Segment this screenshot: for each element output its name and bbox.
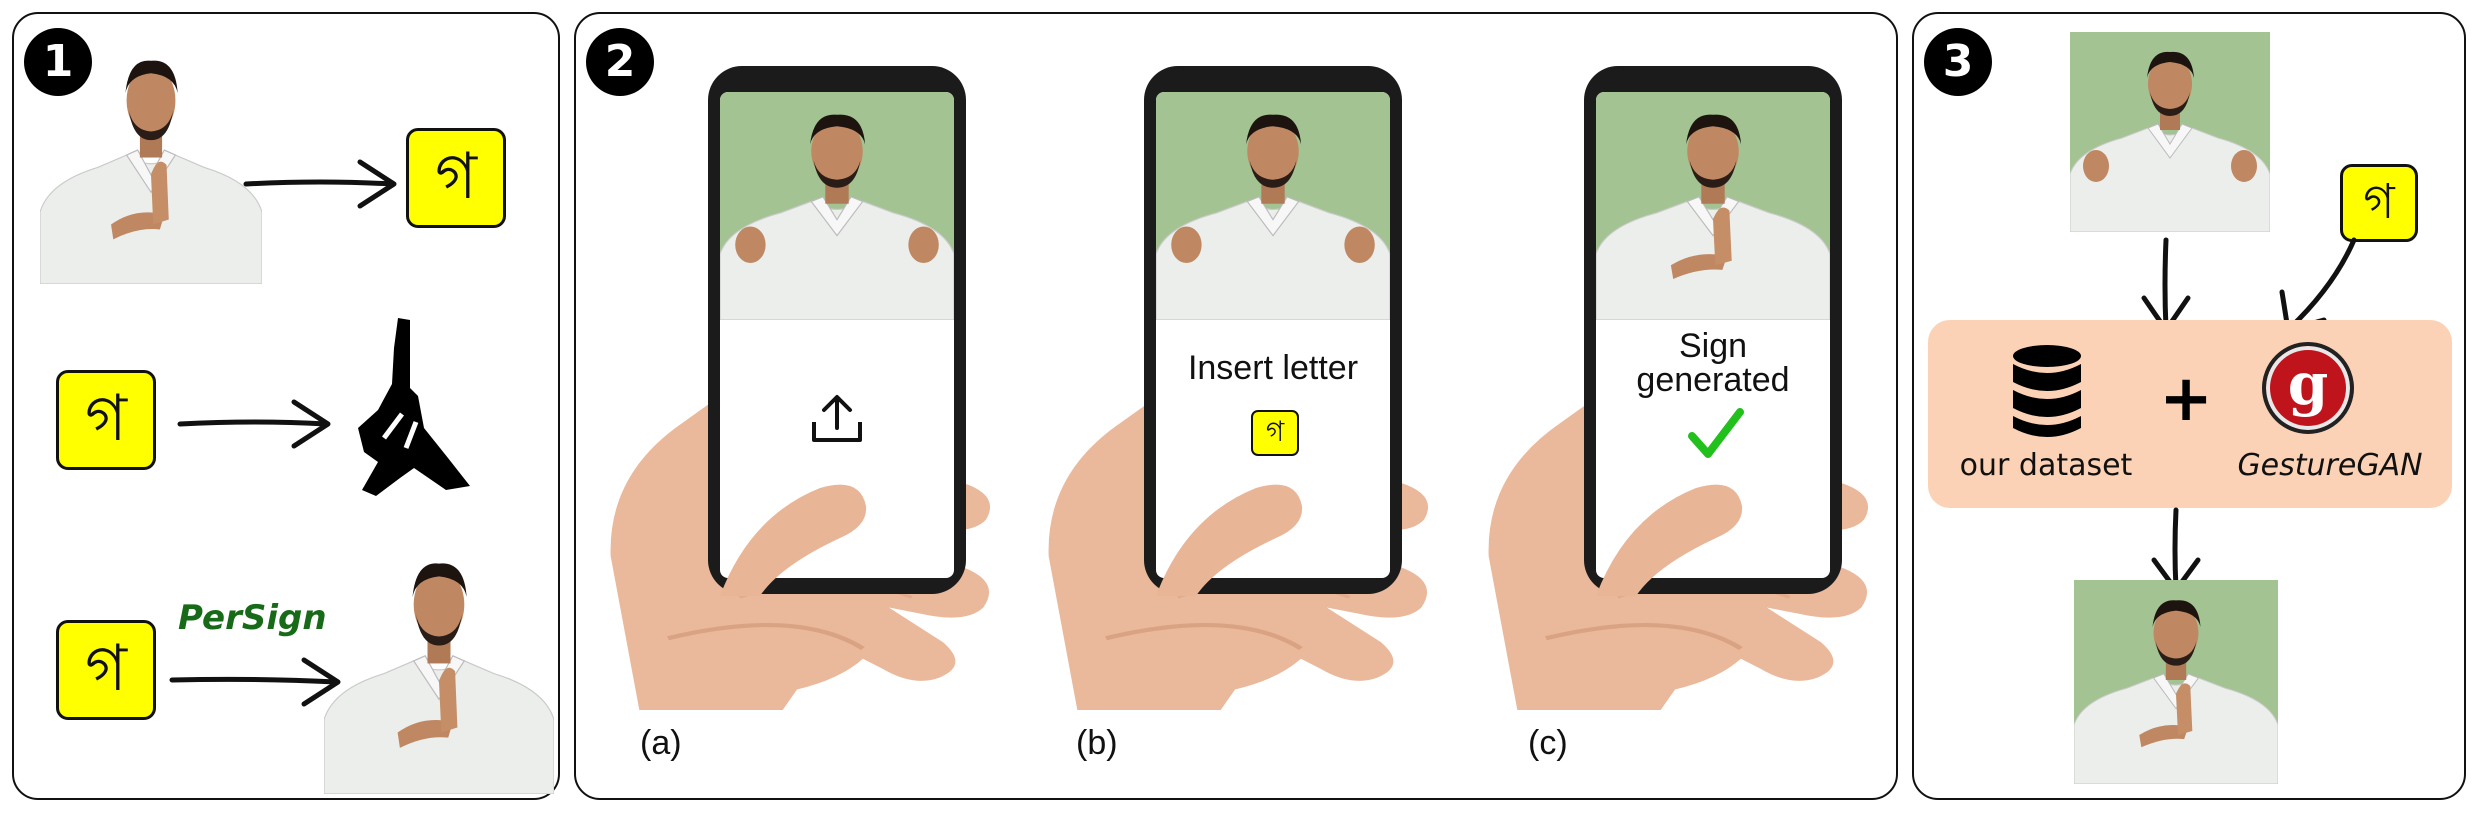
panel-2-badge: 2 [586, 28, 654, 96]
letter-box: গ [56, 370, 156, 470]
panel-method: 3 গ our dataset + g GestureGAN [1912, 12, 2466, 800]
arrow-right [177, 399, 331, 449]
panel-1-badge: 1 [24, 28, 92, 96]
input-signer-photo [2070, 32, 2270, 232]
hand-silhouette-icon [358, 318, 470, 496]
letter-box: গ [406, 128, 506, 228]
signer-photo [40, 36, 262, 284]
thumb [720, 484, 867, 596]
signer-photo [1156, 92, 1390, 320]
panel-recognition: 1 গ গ গ PerSign [12, 12, 560, 800]
plus-sign: + [2159, 362, 2213, 436]
caption-b: (b) [1076, 724, 1118, 762]
model-box: our dataset + g GestureGAN [1928, 320, 2452, 508]
thumb [1596, 484, 1743, 596]
persign-label: PerSign [178, 598, 327, 638]
sign-generated-line2: generated [1636, 361, 1790, 399]
caption-c: (c) [1528, 724, 1568, 762]
insert-letter-label: Insert letter [1187, 349, 1359, 387]
letter-box: গ [56, 620, 156, 720]
database-icon [2013, 345, 2081, 437]
thumb [1156, 484, 1303, 596]
gesturegan-logo-letter: g [2287, 350, 2329, 418]
output-sign-photo [2074, 580, 2278, 784]
arrow-right [169, 657, 341, 707]
checkmark-icon [1688, 408, 1744, 458]
generated-sign-photo [1596, 92, 1830, 320]
upload-icon[interactable] [810, 392, 864, 444]
letter-input[interactable]: গ [1251, 410, 1299, 456]
dataset-label: our dataset [1959, 448, 2133, 483]
arrow-right [243, 159, 397, 209]
sign-generated-line1: Sign [1678, 327, 1748, 365]
signer-photo [720, 92, 954, 320]
caption-a: (a) [640, 724, 682, 762]
gesturegan-label: GestureGAN [2237, 448, 2423, 483]
gesturegan-logo: g [2262, 342, 2354, 434]
generated-sign-photo [324, 538, 554, 794]
panel-3-badge: 3 [1924, 28, 1992, 96]
letter-box: গ [2340, 164, 2418, 242]
